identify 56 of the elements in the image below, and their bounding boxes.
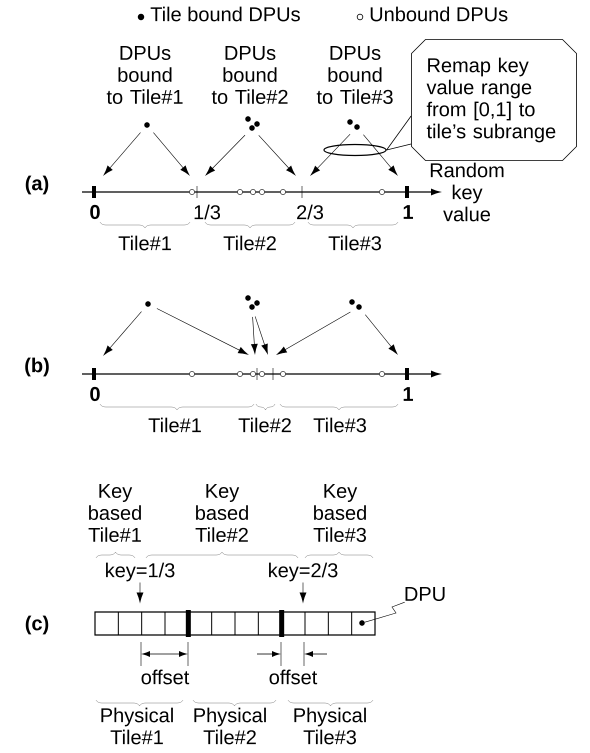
callout-tail	[386, 116, 412, 151]
arrow	[104, 132, 141, 176]
tile-label: Tile#3	[314, 418, 366, 432]
tile-label: Key based Tile#3	[314, 484, 366, 542]
axis-value: 0	[90, 386, 100, 402]
arrow	[300, 582, 306, 602]
group-label: DPUs bound to Tile#3	[316, 46, 393, 104]
dimension-label: offset	[270, 670, 318, 684]
key-label: key=1/3	[106, 562, 174, 582]
part-label: DPU	[406, 587, 445, 601]
axis-title: Random key value	[430, 162, 504, 222]
tile-label: Tile#1	[118, 236, 171, 250]
dot-cluster	[144, 122, 150, 128]
callout-bubble: Remap key value range from [0,1] to tile’s subrange	[411, 39, 577, 161]
leader-line	[364, 602, 405, 622]
tile-label: Key based Tile#2	[196, 484, 248, 542]
key-label: key=2/3	[269, 562, 338, 582]
panel-label: (c)	[26, 616, 48, 634]
legend-text: Unbound DPUs	[370, 6, 508, 22]
tile-label: Tile#3	[328, 236, 381, 250]
arrow	[136, 582, 144, 602]
group-label: DPUs bound to Tile#1	[106, 46, 183, 104]
axis-value: 1	[404, 205, 413, 219]
arrow	[258, 135, 296, 176]
dot-cluster	[245, 116, 260, 131]
dot-cluster	[349, 299, 362, 310]
arrow	[153, 132, 190, 176]
highlight-ellipse	[323, 144, 387, 156]
axis-value: 2/3	[297, 204, 324, 220]
axis-value: 0	[90, 204, 100, 220]
arrow	[364, 314, 398, 354]
axis-value: 1	[404, 387, 413, 401]
tile-label: Tile#2	[224, 236, 276, 250]
arrow	[254, 316, 268, 354]
tile-label: Physical Tile#1	[101, 708, 173, 744]
arrow	[156, 308, 248, 355]
dot-cluster	[347, 119, 360, 130]
tile-label: Tile#2	[238, 418, 291, 432]
dot-cluster	[145, 301, 151, 307]
arrow	[276, 312, 351, 355]
legend-text: Tile bound DPUs	[150, 6, 300, 22]
panel-label: (b)	[25, 358, 49, 376]
arrow	[206, 134, 246, 176]
arrow	[310, 134, 350, 176]
dot-cluster	[245, 295, 260, 310]
arrow	[363, 134, 398, 176]
group-label: DPUs bound to Tile#2	[212, 46, 288, 104]
tile-label: Key based Tile#1	[88, 484, 141, 542]
dimension-label: offset	[142, 670, 190, 684]
panel-label: (a)	[26, 176, 48, 194]
tile-label: Tile#1	[148, 418, 201, 432]
arrow	[104, 311, 142, 356]
tile-label: Physical Tile#2	[194, 708, 266, 744]
tile-label: Physical Tile#3	[294, 708, 366, 744]
arrow	[251, 316, 258, 354]
axis-value: 1/3	[194, 204, 220, 220]
